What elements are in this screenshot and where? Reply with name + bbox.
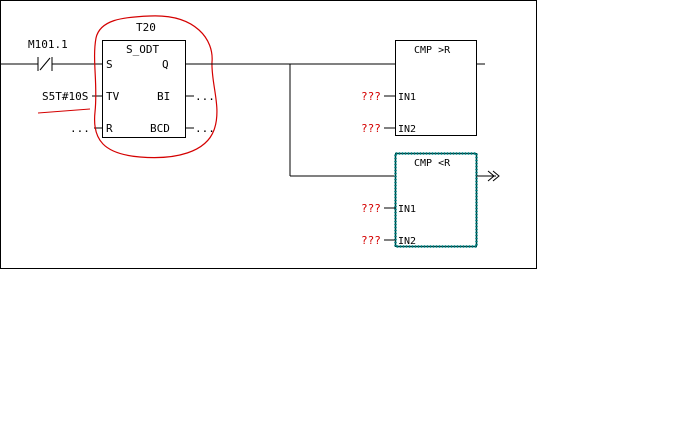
- open-output-arrow-icon[interactable]: [487, 170, 500, 182]
- cmp-lt-in1-label: IN1: [398, 204, 416, 215]
- timer-pin-s: S: [106, 58, 113, 71]
- timer-pin-r: R: [106, 122, 113, 135]
- red-circle-annotation: [93, 15, 218, 159]
- tv-value[interactable]: S5T#10S: [42, 90, 88, 103]
- timer-number[interactable]: T20: [136, 21, 156, 34]
- cmp-lt-in2-label: IN2: [398, 236, 416, 247]
- timer-pin-q: Q: [162, 58, 169, 71]
- cmp-gt-in1-value[interactable]: ???: [361, 90, 381, 103]
- tv-underline-annotation: [37, 108, 91, 114]
- cmp-lt-in2-value[interactable]: ???: [361, 234, 381, 247]
- timer-pin-bcd: BCD: [150, 122, 170, 135]
- cmp-gt-in2-label: IN2: [398, 124, 416, 135]
- r-value[interactable]: ...: [70, 122, 90, 135]
- cmp-gt-in2-value[interactable]: ???: [361, 122, 381, 135]
- cmp-gt-in1-label: IN1: [398, 92, 416, 103]
- cmp-lt-title: CMP <R: [414, 158, 451, 169]
- cmp-lt-selection-frame: [394, 152, 478, 248]
- timer-pin-tv: TV: [106, 90, 120, 103]
- nc-contact[interactable]: [37, 57, 53, 71]
- contact-address[interactable]: M101.1: [28, 38, 68, 51]
- timer-type: S_ODT: [126, 43, 159, 56]
- bi-value[interactable]: ...: [195, 90, 215, 103]
- timer-block[interactable]: [102, 40, 186, 138]
- cmp-lt-in1-value[interactable]: ???: [361, 202, 381, 215]
- cmp-gt-block[interactable]: [395, 40, 477, 136]
- network-frame: [0, 0, 537, 269]
- bcd-value[interactable]: ...: [195, 122, 215, 135]
- timer-pin-bi: BI: [157, 90, 170, 103]
- cmp-gt-title: CMP >R: [414, 45, 451, 56]
